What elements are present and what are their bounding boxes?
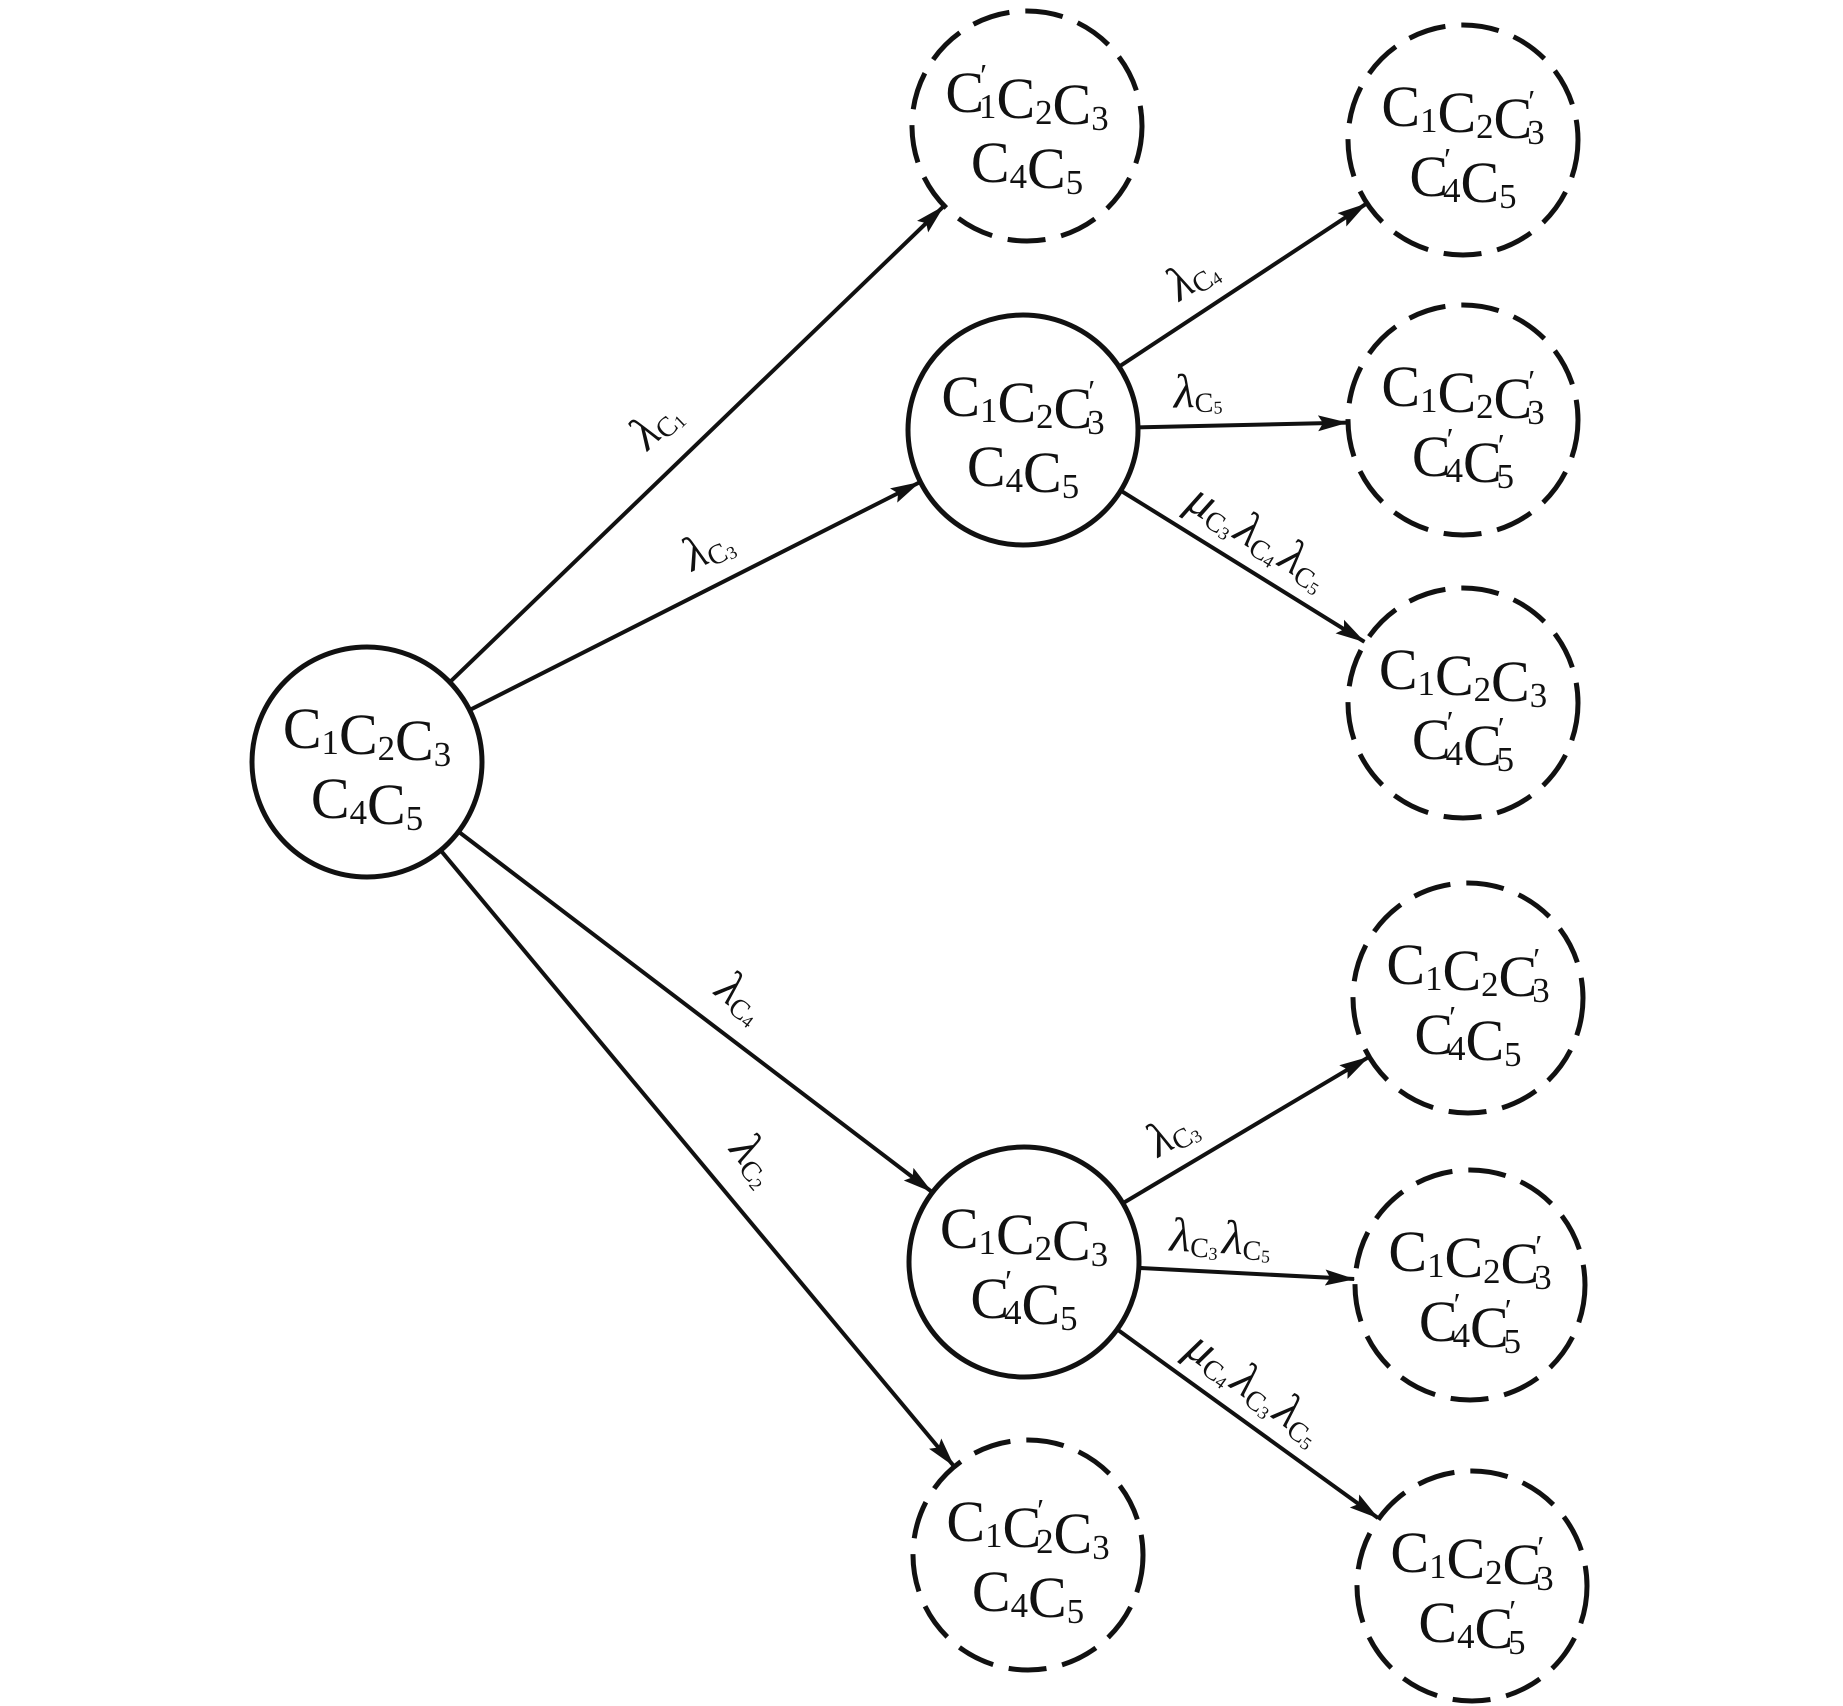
edge-root-to-m4 xyxy=(439,849,956,1468)
state-node-root: C1C2C3C4C5C1C2C3 C4C5 xyxy=(249,644,485,880)
edge-m3-to-r6 xyxy=(1116,1327,1380,1520)
node-label-line1: C1C2C′3 xyxy=(1388,1219,1551,1297)
edge-label: λC4 xyxy=(704,959,780,1035)
edge-label: λC3 λC5 xyxy=(1167,1208,1277,1268)
node-label-line2: C′4C5 xyxy=(1414,1000,1521,1074)
edge-label: λC1 xyxy=(617,385,694,462)
nodes-layer: C1C2C3C4C5C1C2C3 C4C5C′1C2C3C4C5C1'C2C3 … xyxy=(249,8,1590,1704)
node-label-line2: C′4C′5 xyxy=(1419,1287,1521,1361)
edge-root-to-m1 xyxy=(448,205,945,684)
node-label-line2: C4C′5 xyxy=(1418,1590,1525,1662)
node-label-line2: C4C5 xyxy=(972,1559,1084,1631)
edge-label: λC3 xyxy=(671,510,744,583)
edge-root-to-m3 xyxy=(457,830,933,1194)
node-label-line1: C1C2C3 xyxy=(1379,637,1547,715)
dashed-state-circle xyxy=(1345,585,1581,821)
node-label-line2: C4C5 xyxy=(311,766,423,838)
node-label-line1: C1C2C′3 xyxy=(1386,932,1549,1010)
node-label-line2: C′4C5 xyxy=(1409,142,1516,216)
edge-label: λC5 xyxy=(1171,364,1227,420)
dashed-state-circle xyxy=(910,1437,1146,1673)
dashed-state-circle xyxy=(1352,1167,1588,1403)
edge-m3-to-r4 xyxy=(1121,1055,1370,1205)
node-label-line2: C4C5 xyxy=(967,434,1079,506)
node-label-line1: C′1C2C3 xyxy=(945,58,1108,138)
node-label-line1: C1C2C3 xyxy=(940,1196,1108,1274)
solid-state-circle xyxy=(905,312,1141,548)
dashed-state-circle xyxy=(909,8,1145,244)
solid-state-circle xyxy=(906,1144,1142,1380)
edges-layer xyxy=(439,202,1380,1520)
edge-root-to-m2 xyxy=(468,480,921,712)
dashed-state-circle xyxy=(1350,880,1586,1116)
dashed-state-circle xyxy=(1345,302,1581,538)
edge-m3-to-r5 xyxy=(1138,1265,1356,1286)
node-label-line2: C′4C′5 xyxy=(1412,422,1514,496)
node-label-line1: C1C2C′3 xyxy=(1381,74,1544,152)
edge-m2-to-r3 xyxy=(1119,488,1366,644)
edge-m2-to-r1 xyxy=(1117,202,1368,369)
node-label-line1: C1C′2C3 xyxy=(946,1489,1109,1567)
node-label-line1: C1C2C′3 xyxy=(941,364,1104,442)
solid-state-circle xyxy=(249,644,485,880)
node-label-line1: C1C2C′3 xyxy=(1390,1520,1553,1598)
edge-label: λC2 xyxy=(717,1122,794,1199)
edge-label: μC3 λC4 λC5 xyxy=(1177,472,1343,604)
dashed-state-circle xyxy=(1354,1468,1590,1704)
node-label-line2: C4C5 xyxy=(971,130,1083,202)
node-label-line2: C′4C5 xyxy=(970,1264,1077,1338)
node-label-line2: C′4C′5 xyxy=(1412,705,1514,779)
dashed-state-circle xyxy=(1345,22,1581,258)
node-label-line1: C1C2C3 xyxy=(283,696,451,774)
edge-m2-to-r2 xyxy=(1137,415,1349,432)
node-label-line1: C1C2C′3 xyxy=(1381,354,1544,432)
